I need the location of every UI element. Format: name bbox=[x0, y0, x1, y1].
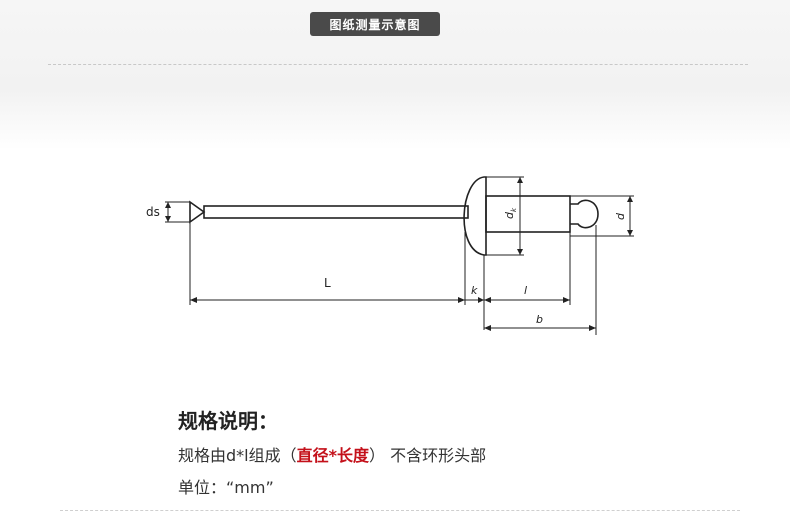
spec-format-prefix: 规格由d*l组成（ bbox=[178, 446, 297, 465]
spec-format-line: 规格由d*l组成（直径*长度） 不含环形头部 bbox=[178, 442, 486, 466]
diagram-title-tag: 图纸测量示意图 bbox=[310, 12, 440, 36]
mandrel-tip bbox=[189, 200, 206, 224]
spec-section: 规格说明： 规格由d*l组成（直径*长度） 不含环形头部 单位：“mm” bbox=[178, 405, 486, 498]
label-L: L bbox=[324, 276, 331, 290]
label-d: d bbox=[614, 212, 627, 220]
spec-unit-line: 单位：“mm” bbox=[178, 478, 274, 497]
spec-title: 规格说明： bbox=[178, 409, 278, 433]
label-ds: ds bbox=[146, 205, 160, 219]
spec-format-suffix: ） 不含环形头部 bbox=[368, 446, 487, 465]
label-b: b bbox=[536, 313, 543, 326]
mandrel-shank bbox=[203, 205, 469, 219]
label-l: l bbox=[524, 284, 527, 297]
divider-top bbox=[48, 64, 748, 65]
label-k: k bbox=[471, 284, 478, 297]
rivet-body bbox=[485, 195, 571, 233]
divider-bottom bbox=[60, 510, 740, 511]
spec-format-highlight: 直径*长度 bbox=[296, 446, 369, 465]
label-dk: d bbox=[503, 211, 516, 219]
mandrel-end bbox=[570, 199, 599, 229]
label-dk-sub: k bbox=[510, 207, 518, 212]
